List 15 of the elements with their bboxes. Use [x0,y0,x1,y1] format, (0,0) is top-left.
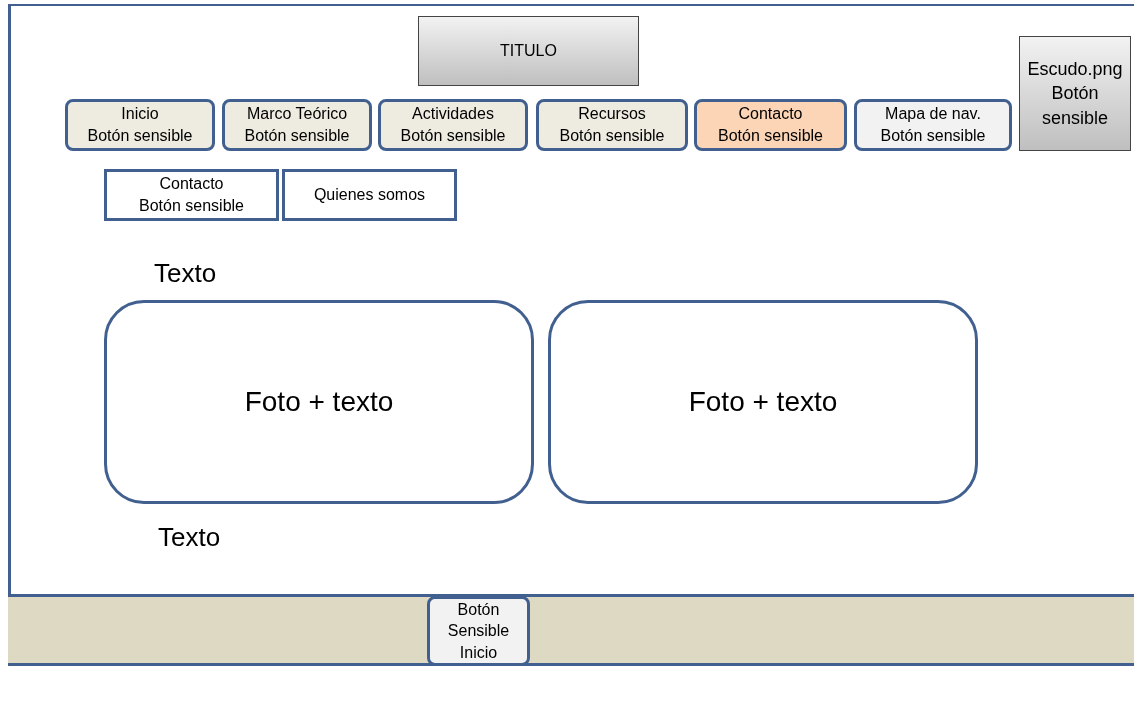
submenu-button: Quienes somos [282,169,457,221]
image-placeholder-button: Escudo.png Botón sensible [1019,36,1131,151]
home-button: Botón Sensible Inicio [427,596,530,666]
submenu-button: Contacto Botón sensible [104,169,279,221]
nav-button: Contacto Botón sensible [694,99,847,151]
photo-text-card: Foto + texto [548,300,978,504]
body-text: Texto [158,522,221,553]
photo-text-card: Foto + texto [104,300,534,504]
nav-button: Mapa de nav. Botón sensible [854,99,1012,151]
title-box: TITULO [418,16,639,86]
nav-button: Marco Teórico Botón sensible [222,99,372,151]
body-text: Texto [154,258,217,289]
nav-button: Actividades Botón sensible [378,99,528,151]
nav-button: Inicio Botón sensible [65,99,215,151]
nav-button: Recursos Botón sensible [536,99,688,151]
